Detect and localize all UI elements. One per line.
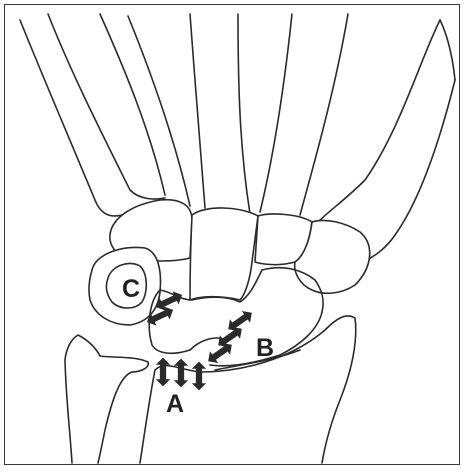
ulna-bone xyxy=(65,335,148,463)
ulna-outline xyxy=(65,335,148,463)
metacarpal-2-left-edge xyxy=(260,14,292,212)
metacarpal-1-left-edge xyxy=(318,20,440,222)
metacarpal-4-left-edge xyxy=(100,14,165,195)
metacarpal-5-left-edge xyxy=(20,20,135,216)
capitate-bone xyxy=(190,208,258,300)
metacarpal-1-head xyxy=(440,20,455,80)
arrows-a xyxy=(156,358,206,391)
arrows-b xyxy=(204,307,256,367)
label-c: C xyxy=(122,275,140,303)
arrow-a-3 xyxy=(192,362,206,391)
metacarpal-3-left-edge xyxy=(190,14,205,208)
label-b: B xyxy=(256,334,274,362)
metacarpal-2-right-edge xyxy=(300,14,348,215)
label-a: A xyxy=(166,390,184,418)
arrow-a-1 xyxy=(156,358,170,387)
metacarpal-4-right-edge xyxy=(128,16,190,206)
metacarpal-5-right-edge xyxy=(48,14,165,199)
arrow-a-2 xyxy=(174,359,188,388)
metacarpal-3-right-edge xyxy=(238,14,250,214)
